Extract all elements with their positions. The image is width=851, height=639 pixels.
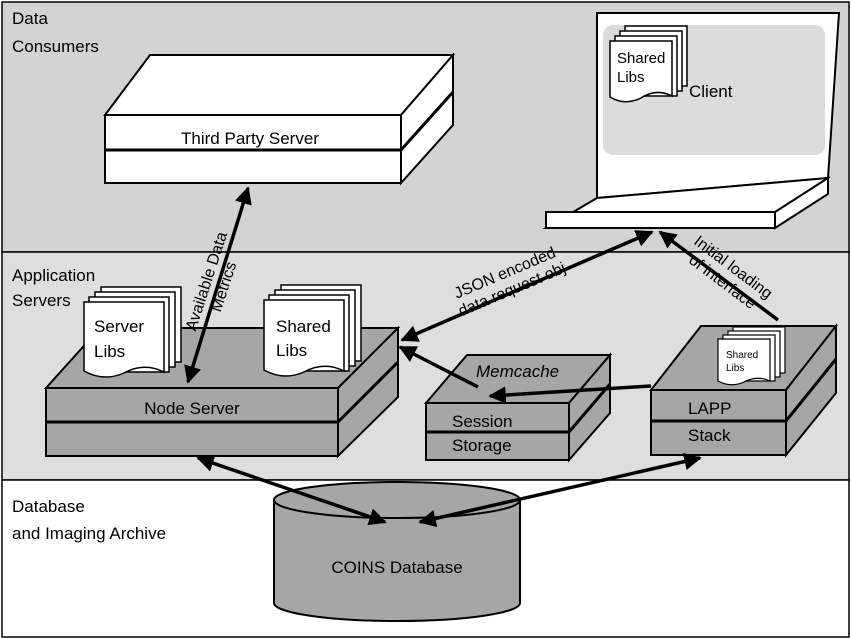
- memcache-label: Memcache: [476, 362, 559, 381]
- tier-label-database-2: and Imaging Archive: [12, 524, 166, 543]
- third-party-server: Third Party Server: [103, 52, 456, 186]
- server-libs: Server Libs: [83, 286, 182, 378]
- storage-label: Storage: [452, 436, 512, 455]
- arrow-memcache-node: [398, 345, 479, 389]
- tier-label-application: Application: [12, 266, 95, 285]
- stack-label: Stack: [688, 426, 731, 445]
- arrow-third-party-node: [184, 186, 252, 384]
- client-libs-label-2: Libs: [617, 69, 645, 86]
- client-libs-label: Shared: [617, 50, 665, 67]
- lapp-libs-label-2: Libs: [726, 363, 744, 374]
- shared-libs-label: Shared: [276, 317, 331, 336]
- tier-label-data-consumers: Data: [12, 9, 48, 28]
- shared-libs-label-2: Libs: [276, 341, 307, 360]
- arrows: [184, 186, 780, 528]
- tier-label-data-consumers-2: Consumers: [12, 37, 99, 56]
- server-libs-label-2: Libs: [94, 342, 125, 361]
- arrow-lapp-memcache: [488, 384, 652, 404]
- tier-label-database: Database: [12, 497, 85, 516]
- arrow-lapp-client: [658, 230, 780, 322]
- node-server-label: Node Server: [144, 399, 240, 418]
- shared-libs: Shared Libs: [263, 284, 362, 377]
- arrow-client-node: [400, 230, 654, 342]
- third-party-server-label: Third Party Server: [181, 129, 319, 148]
- tier-label-application-2: Servers: [12, 291, 71, 310]
- memcache-session-storage: Memcache Session Storage: [423, 352, 613, 463]
- session-label: Session: [452, 412, 512, 431]
- client-label: Client: [689, 82, 733, 101]
- lapp-label: LAPP: [688, 399, 731, 418]
- coins-database-label: COINS Database: [331, 558, 462, 577]
- client: Shared Libs Client: [542, 12, 841, 230]
- arrow-node-db: [196, 454, 387, 526]
- server-libs-label: Server: [94, 317, 144, 336]
- lapp-shared-libs: Shared Libs: [717, 326, 786, 386]
- coins-database: COINS Database: [273, 481, 521, 622]
- arrow-lapp-db: [418, 452, 702, 528]
- lapp-libs-label: Shared: [726, 350, 758, 361]
